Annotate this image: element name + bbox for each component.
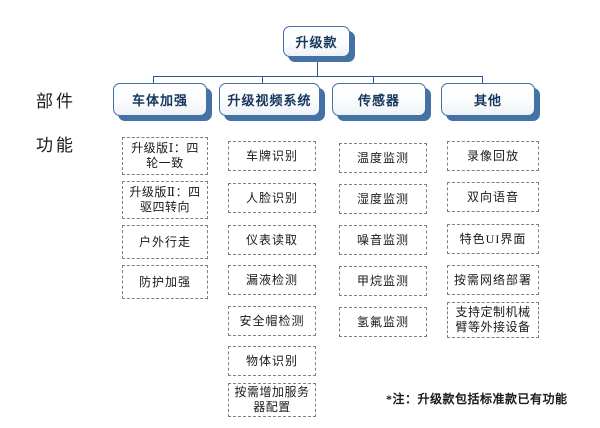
node-branch-1-face: 车体加强 <box>113 83 207 116</box>
node-root-label: 升级款 <box>295 35 338 50</box>
leaf-label: 录像回放 <box>466 148 519 163</box>
connector-root-stem <box>317 62 318 76</box>
connector-bus <box>153 76 482 77</box>
leaf-label: 漏液检测 <box>245 272 298 287</box>
leaf-label: 按需增加服务器配置 <box>234 385 310 414</box>
leaf-label: 人脸识别 <box>245 190 298 205</box>
leaf-item[interactable]: 录像回放 <box>447 141 539 171</box>
connector-drop-1 <box>153 76 154 84</box>
footnote: *注：升级款包括标准款已有功能 <box>386 392 568 406</box>
node-branch-3-label: 传感器 <box>357 93 400 108</box>
node-branch-1[interactable]: 车体加强 <box>113 83 212 121</box>
leaf-label: 安全帽检测 <box>239 313 305 328</box>
leaf-label: 支持定制机械臂等外接设备 <box>455 305 531 334</box>
leaf-label: 车牌识别 <box>245 148 298 163</box>
leaf-item[interactable]: 户外行走 <box>122 225 208 259</box>
leaf-item[interactable]: 车牌识别 <box>228 141 316 171</box>
leaf-label: 仪表读取 <box>245 232 298 247</box>
node-branch-2-face: 升级视频系统 <box>219 83 320 116</box>
leaf-item[interactable]: 双向语音 <box>447 182 539 212</box>
leaf-item[interactable]: 氢氟监测 <box>339 307 427 337</box>
leaf-label: 湿度监测 <box>356 191 409 206</box>
leaf-item[interactable]: 安全帽检测 <box>228 306 316 336</box>
node-branch-4-label: 其他 <box>473 93 502 108</box>
leaf-label: 按需网络部署 <box>453 272 532 287</box>
node-root[interactable]: 升级款 <box>283 26 355 62</box>
leaf-item[interactable]: 仪表读取 <box>228 225 316 255</box>
leaf-item[interactable]: 湿度监测 <box>339 184 427 214</box>
node-branch-4-face: 其他 <box>441 83 535 116</box>
node-branch-2-label: 升级视频系统 <box>227 93 312 108</box>
leaf-item[interactable]: 升级版Ⅱ：四驱四转向 <box>122 181 208 219</box>
node-branch-2[interactable]: 升级视频系统 <box>219 83 325 121</box>
leaf-label: 防护加强 <box>138 274 191 289</box>
leaf-label: 户外行走 <box>138 234 191 249</box>
leaf-item[interactable]: 防护加强 <box>122 265 208 299</box>
leaf-label: 噪音监测 <box>356 232 409 247</box>
leaf-label: 甲烷监测 <box>356 273 409 288</box>
leaf-item[interactable]: 温度监测 <box>339 143 427 173</box>
leaf-label: 升级版Ⅰ：四轮一致 <box>131 141 199 170</box>
leaf-label: 氢氟监测 <box>356 314 409 329</box>
leaf-item[interactable]: 人脸识别 <box>228 183 316 213</box>
leaf-item[interactable]: 特色UI界面 <box>447 224 539 254</box>
leaf-item[interactable]: 噪音监测 <box>339 225 427 255</box>
node-branch-1-label: 车体加强 <box>131 93 188 108</box>
node-branch-4[interactable]: 其他 <box>441 83 540 121</box>
connector-drop-4 <box>482 76 483 84</box>
leaf-item[interactable]: 升级版Ⅰ：四轮一致 <box>122 137 208 175</box>
leaf-item[interactable]: 支持定制机械臂等外接设备 <box>447 302 539 338</box>
leaf-item[interactable]: 甲烷监测 <box>339 266 427 296</box>
node-branch-3-face: 传感器 <box>332 83 426 116</box>
leaf-label: 双向语音 <box>466 189 519 204</box>
row-label-functions: 功能 <box>36 136 76 155</box>
leaf-label: 物体识别 <box>245 353 298 368</box>
leaf-label: 温度监测 <box>356 150 409 165</box>
leaf-item[interactable]: 按需增加服务器配置 <box>228 383 316 417</box>
leaf-label: 升级版Ⅱ：四驱四转向 <box>129 185 201 214</box>
leaf-item[interactable]: 物体识别 <box>228 346 316 376</box>
leaf-item[interactable]: 按需网络部署 <box>447 265 539 295</box>
leaf-label: 特色UI界面 <box>459 231 527 246</box>
node-branch-3[interactable]: 传感器 <box>332 83 431 121</box>
leaf-item[interactable]: 漏液检测 <box>228 265 316 295</box>
node-root-face: 升级款 <box>283 26 350 57</box>
connector-drop-2 <box>262 76 263 84</box>
connector-drop-3 <box>373 76 374 84</box>
row-label-components: 部件 <box>36 92 76 111</box>
